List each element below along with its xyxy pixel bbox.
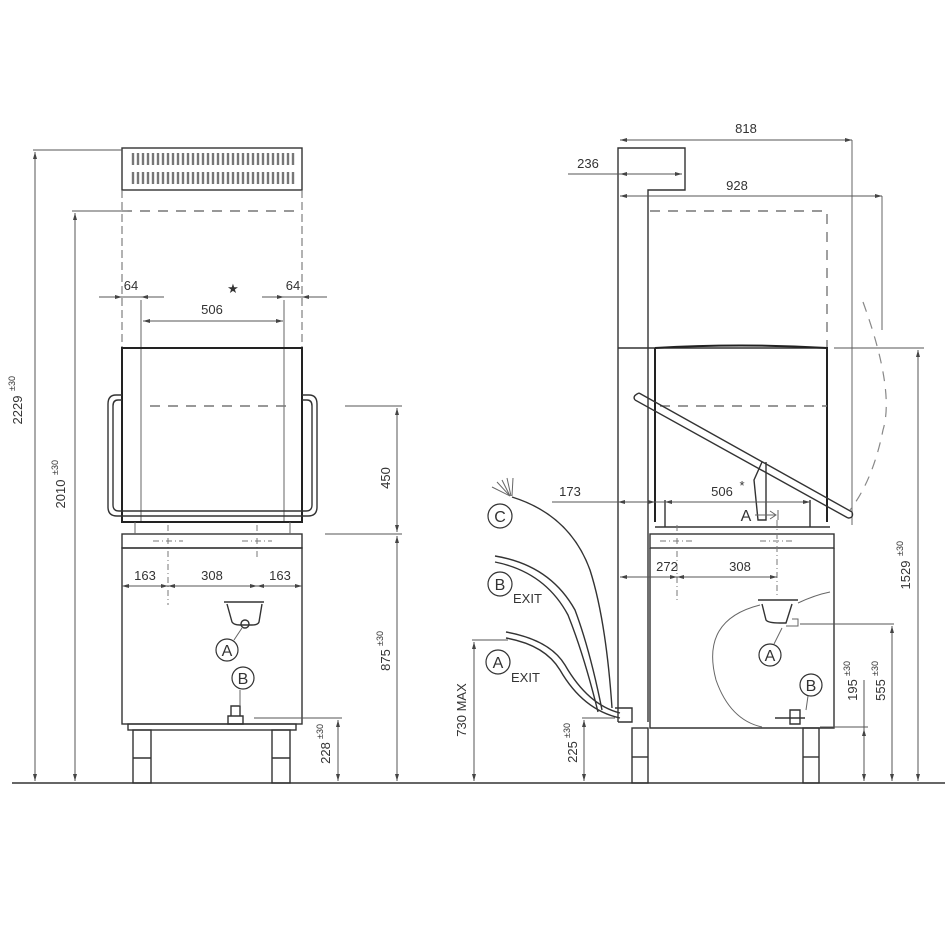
- dim-hose-exit-height-value: 225: [565, 741, 580, 763]
- dim-side-conn-left: 272: [656, 559, 678, 574]
- dim-hose-exit-tol: ±30: [562, 723, 572, 738]
- callout-c-label: C: [494, 509, 506, 526]
- dim-drain-height-tol: ±30: [315, 724, 325, 739]
- dim-inner-width: 506: [201, 302, 223, 317]
- dim-rear-offset: 173: [559, 484, 581, 499]
- callout-a-exit-circle: [485, 649, 511, 675]
- drain-fitting: [227, 705, 244, 725]
- dim-side-drain-height-tol: ±30: [842, 661, 852, 676]
- hood-body: [121, 347, 303, 523]
- drain-cup: [224, 601, 264, 626]
- callout-a-exit-sub: EXIT: [511, 670, 540, 685]
- front-view: 2229 ±30 2010 ±30 64 64 506 ★ 163 308 16…: [7, 147, 945, 784]
- callout-b-circle: [231, 666, 255, 690]
- dim-open-height-value: 2010: [53, 480, 68, 509]
- lever-arm: [753, 461, 767, 521]
- vent-slots: [131, 153, 295, 184]
- dim-hood-height: 1529 ±30: [895, 541, 913, 589]
- dim-hood-height-value: 1529: [898, 561, 913, 590]
- dim-opening-height-value: 450: [378, 467, 393, 489]
- door-swing-arc: [849, 301, 887, 511]
- label-a-inner: A: [741, 508, 752, 525]
- dim-conn-mid: 308: [201, 568, 223, 583]
- side-leg-left: [631, 727, 649, 784]
- dim-hose-max-height-value: 730 MAX: [454, 683, 469, 737]
- callout-b-exit-circle: [487, 571, 513, 597]
- callout-a-label: A: [222, 643, 233, 660]
- callout-c-circle: [487, 503, 513, 529]
- dim-opening-height: 450: [378, 467, 393, 489]
- side-view: 818 236 928 173 506 * A 272 308 730 MAX …: [454, 121, 924, 784]
- side-callout-a-circle: [758, 643, 782, 667]
- dim-side-inner-width: 506: [711, 484, 733, 499]
- hose-a: [505, 631, 621, 714]
- side-callout-b-label: B: [806, 678, 817, 695]
- dim-drain-height: 228 ±30: [315, 724, 333, 764]
- leg-left: [132, 729, 152, 784]
- side-leg-right: [802, 727, 820, 784]
- dim-side-drain-height: 195 ±30: [842, 661, 860, 701]
- side-callout-a-label: A: [765, 648, 776, 665]
- dim-table-height-value: 875: [378, 649, 393, 671]
- dim-depth-open: 818: [735, 121, 757, 136]
- callout-a-exit-label: A: [493, 655, 504, 672]
- dim-inlet-height-value: 555: [873, 679, 888, 701]
- dim-table-height-tol: ±30: [375, 631, 385, 646]
- callout-b-label: B: [238, 671, 249, 688]
- side-base-cabinet: [649, 548, 835, 729]
- dim-conn-right: 163: [269, 568, 291, 583]
- open-hood-outline: [650, 210, 828, 348]
- dim-hose-max-height: 730 MAX: [454, 683, 469, 737]
- dim-open-height: 2010 ±30: [50, 460, 68, 508]
- dim-side-conn-mid: 308: [729, 559, 751, 574]
- dim-inlet-height-tol: ±30: [870, 661, 880, 676]
- callout-b-exit-label: B: [495, 577, 506, 594]
- dim-drain-height-value: 228: [318, 742, 333, 764]
- star-note-icon: ★: [227, 281, 239, 296]
- top-vent-housing: [121, 147, 303, 191]
- side-drain-cup: [758, 599, 798, 624]
- dim-hose-exit-height: 225 ±30: [562, 723, 580, 763]
- hose-c: [511, 496, 613, 709]
- side-handle-bar: [634, 392, 853, 519]
- dim-conn-left: 163: [134, 568, 156, 583]
- side-callout-b-circle: [799, 673, 823, 697]
- dim-side-gap-left: 64: [124, 278, 138, 293]
- dim-side-drain-height-value: 195: [845, 679, 860, 701]
- hood-handle: [107, 394, 318, 517]
- leg-right: [271, 729, 291, 784]
- dim-side-gap-right: 64: [286, 278, 300, 293]
- dim-hood-height-tol: ±30: [895, 541, 905, 556]
- rear-column: [617, 147, 686, 722]
- hoses: [491, 477, 633, 723]
- dim-overall-height-tol: ±30: [7, 376, 17, 391]
- star-note-icon: *: [739, 478, 744, 493]
- dim-inlet-height: 555 ±30: [870, 661, 888, 701]
- callout-b-exit-sub: EXIT: [513, 591, 542, 606]
- dim-overall-height: 2229 ±30: [7, 376, 25, 424]
- hose-b: [494, 555, 603, 711]
- side-hood-body: [654, 344, 828, 522]
- callout-a-circle: [215, 638, 239, 662]
- dim-table-height: 875 ±30: [375, 631, 393, 671]
- dim-overall-height-value: 2229: [10, 396, 25, 425]
- dim-rear-top: 236: [577, 156, 599, 171]
- side-drain-fitting: [775, 709, 805, 725]
- dim-open-height-tol: ±30: [50, 460, 60, 475]
- dim-depth-closed: 928: [726, 178, 748, 193]
